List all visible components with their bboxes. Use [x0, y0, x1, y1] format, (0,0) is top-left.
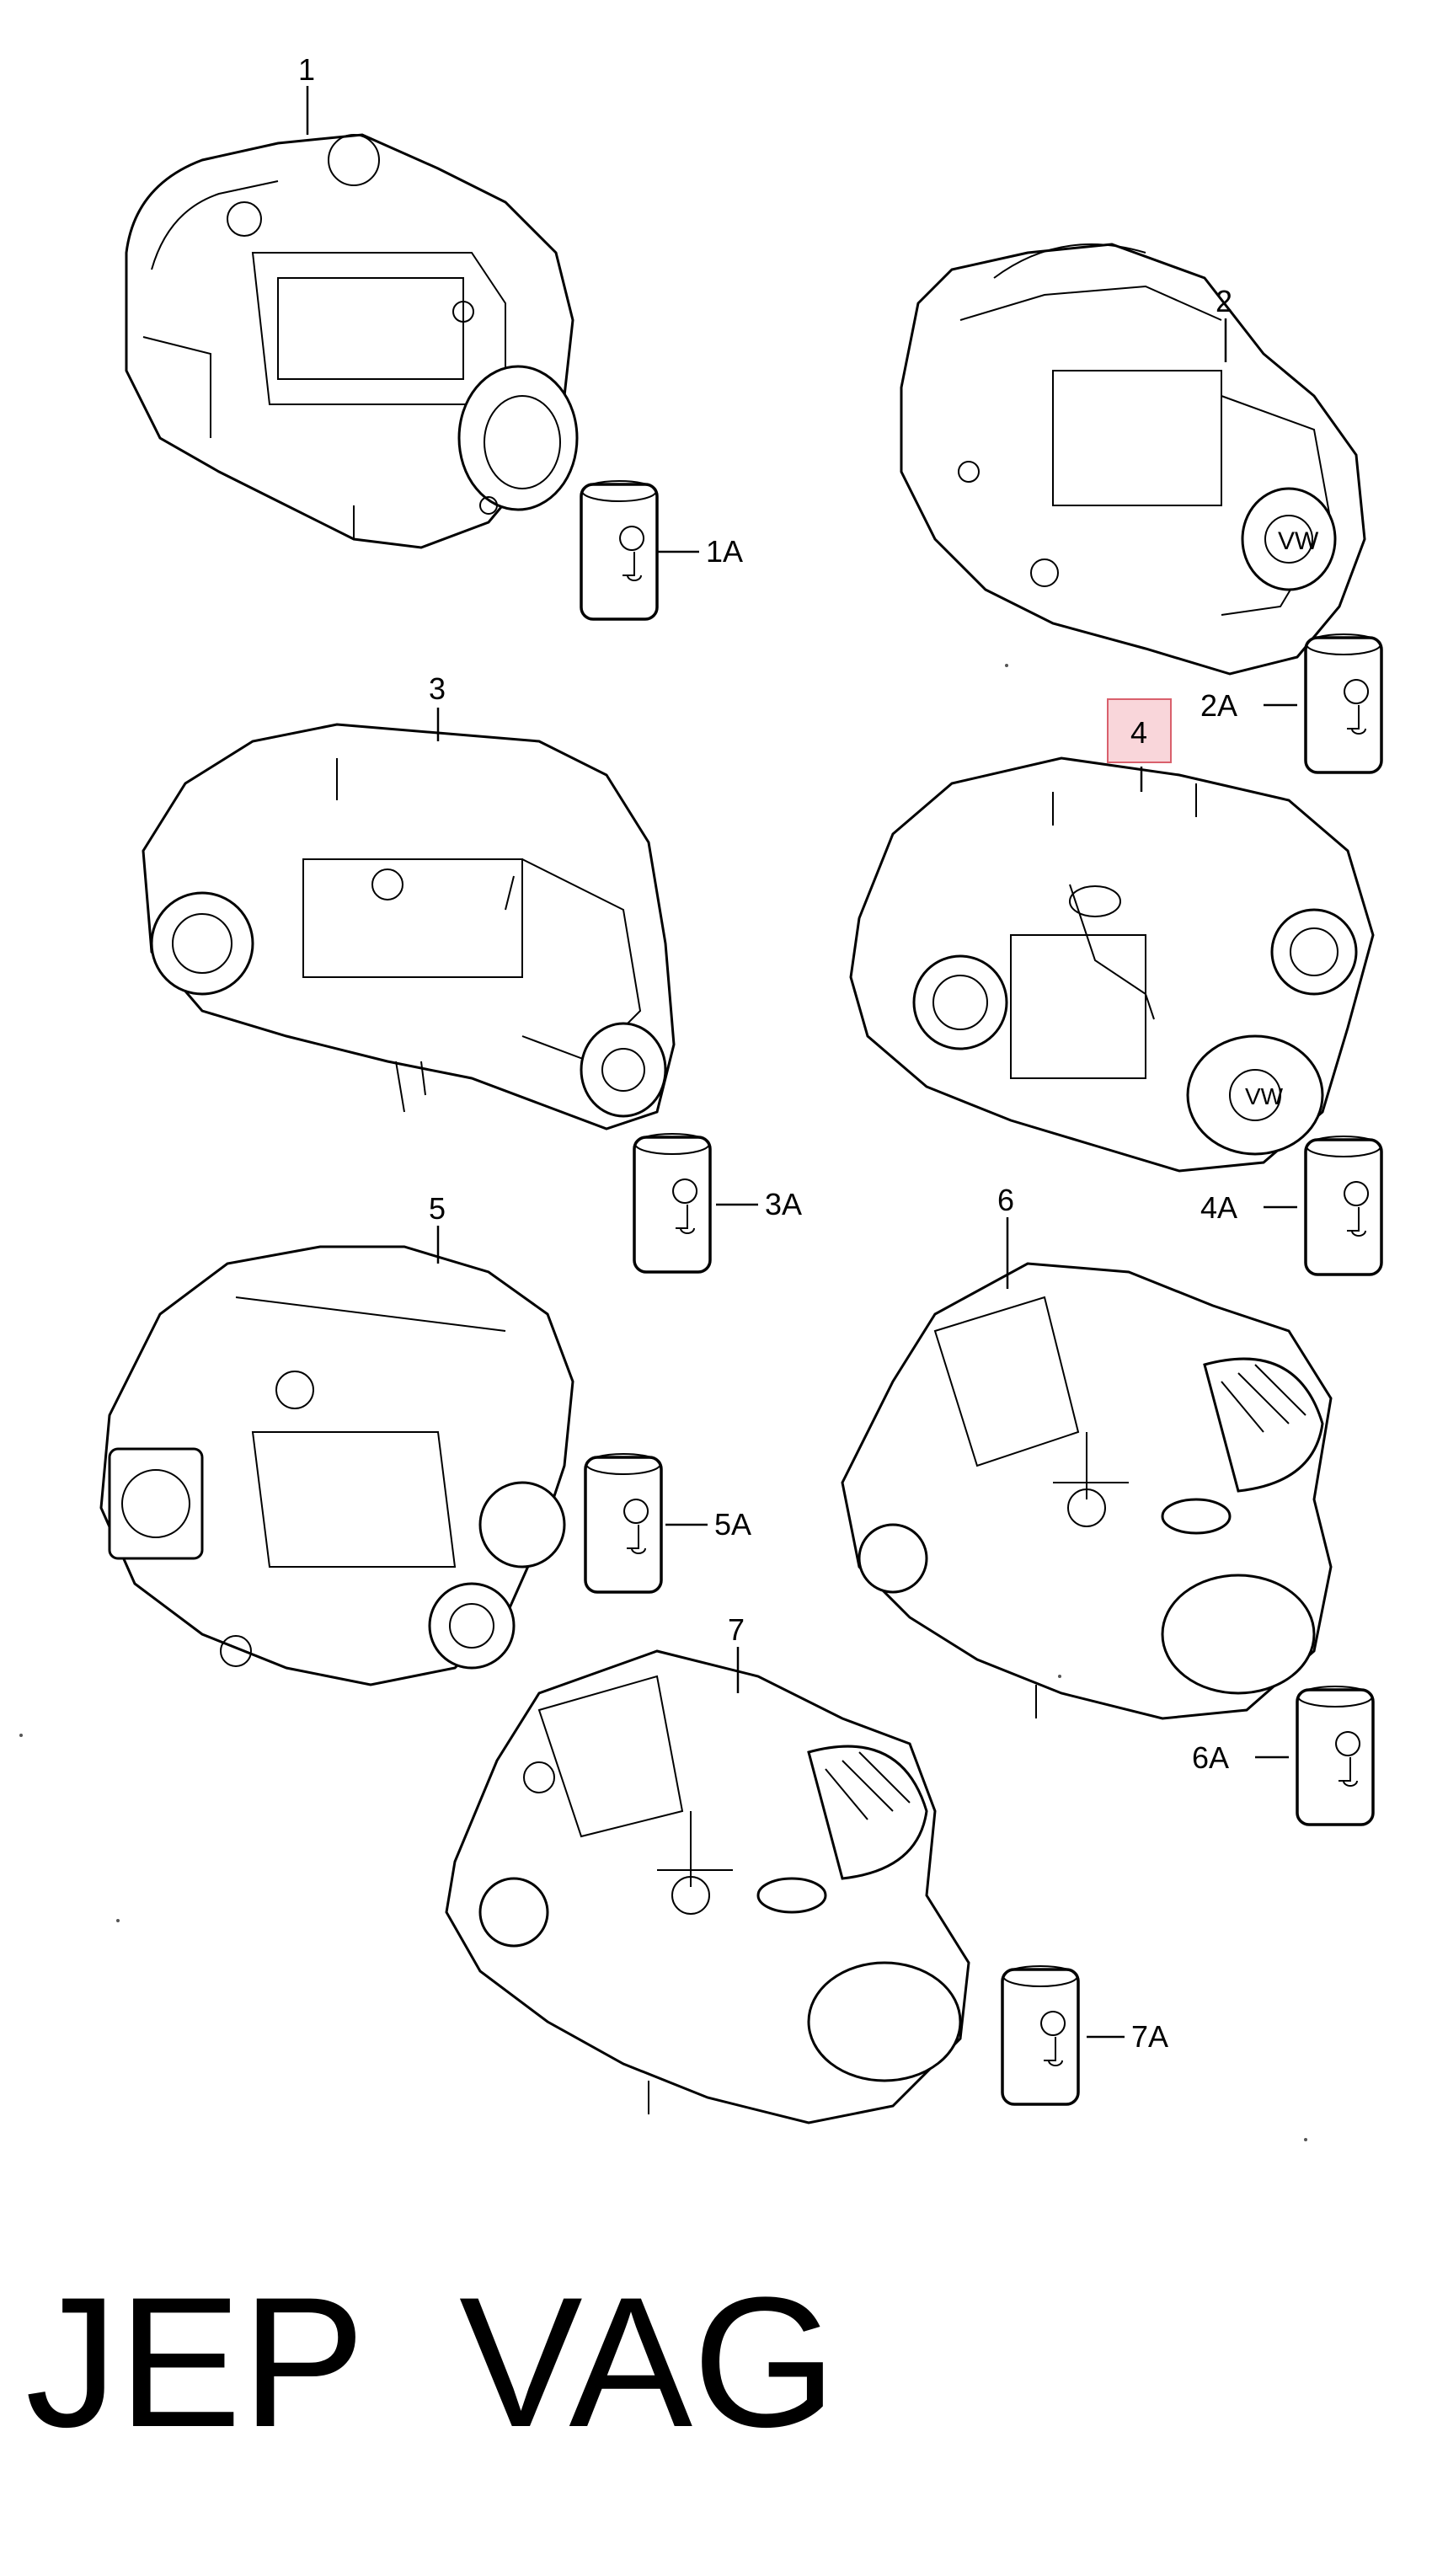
part-4-highlight — [1107, 698, 1172, 763]
oil-can-1a-icon[interactable] — [580, 479, 659, 621]
svg-text:VW: VW — [1245, 1083, 1284, 1109]
gearbox-1-drawing[interactable] — [125, 133, 579, 549]
gearbox-2-drawing[interactable]: VW — [900, 243, 1366, 676]
gearbox-5-drawing[interactable] — [99, 1245, 574, 1686]
label-part-7[interactable]: 7 — [728, 1612, 745, 1647]
label-oil-1a[interactable]: 1A — [706, 534, 743, 569]
label-part-2[interactable]: 2 — [1216, 284, 1232, 318]
gearbox-6-drawing[interactable] — [841, 1262, 1333, 1720]
label-oil-3a[interactable]: 3A — [765, 1187, 802, 1221]
label-part-3[interactable]: 3 — [429, 671, 446, 706]
label-oil-2a[interactable]: 2A — [1200, 688, 1237, 723]
label-part-5[interactable]: 5 — [429, 1191, 446, 1226]
gearbox-4-drawing[interactable]: VW — [849, 756, 1375, 1173]
gearbox-7-drawing[interactable] — [445, 1649, 970, 2124]
label-oil-4a[interactable]: 4A — [1200, 1190, 1237, 1225]
label-part-6[interactable]: 6 — [997, 1183, 1014, 1217]
oil-can-2a-icon[interactable] — [1304, 633, 1383, 774]
label-oil-5a[interactable]: 5A — [714, 1507, 751, 1542]
oil-can-5a-icon[interactable] — [584, 1452, 663, 1594]
label-oil-7a[interactable]: 7A — [1131, 2019, 1168, 2054]
leader-lines — [306, 86, 1297, 2039]
oil-can-3a-icon[interactable] — [633, 1132, 712, 1274]
label-oil-6a[interactable]: 6A — [1192, 1740, 1229, 1775]
label-part-1[interactable]: 1 — [298, 52, 315, 87]
footer-brand: VAG — [459, 2258, 836, 2466]
footer-code: JEP — [25, 2258, 365, 2466]
scan-specks — [19, 664, 1307, 2141]
oil-can-6a-icon[interactable] — [1296, 1685, 1375, 1826]
label-part-4[interactable]: 4 — [1130, 715, 1147, 750]
oil-can-7a-icon[interactable] — [1001, 1964, 1080, 2106]
part-labels: 1 2 3 4 5 6 7 1A 2A 3A 4A 5A 6A 7A — [298, 52, 1237, 2054]
gearbox-3-drawing[interactable] — [142, 723, 676, 1130]
svg-text:VW: VW — [1278, 527, 1319, 555]
oil-can-4a-icon[interactable] — [1304, 1135, 1383, 1276]
